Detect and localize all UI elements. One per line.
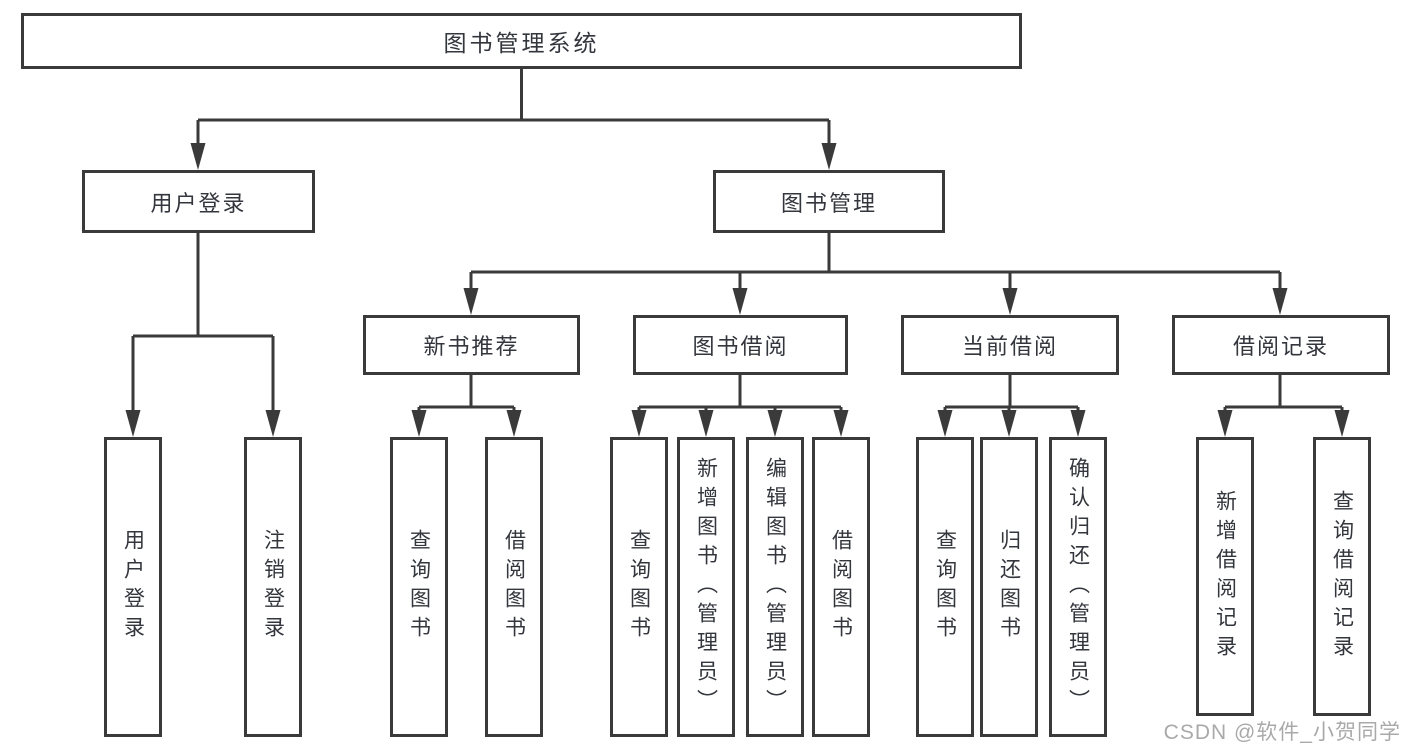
node-label: 查询借阅记录 — [1330, 489, 1354, 664]
node-new-book-recommendation: 新书推荐 — [363, 315, 580, 375]
arrow-icon — [1217, 410, 1233, 437]
node-label: 归还图书 — [997, 529, 1021, 645]
node-label: 注销登录 — [261, 529, 285, 645]
arrow-icon — [506, 410, 522, 437]
arrow-icon — [190, 143, 206, 170]
node-label: 图书借阅 — [692, 334, 789, 359]
node-label: 新增借阅记录 — [1213, 489, 1237, 664]
node-label: 新书推荐 — [423, 334, 520, 359]
node-user-login: 用户登录 — [82, 170, 315, 233]
arrow-icon — [1070, 410, 1086, 437]
arrow-icon — [1001, 410, 1017, 437]
node-leaf-query-borrow-record: 查询借阅记录 — [1313, 437, 1371, 716]
watermark-text: CSDN @软件_小贺同学 — [1163, 721, 1401, 744]
connector-user-login — [131, 233, 275, 413]
node-leaf-borrow-books-recommend: 借阅图书 — [485, 437, 543, 737]
node-label: 新增图书（管理员） — [694, 456, 718, 718]
node-label: 借阅图书 — [502, 529, 526, 645]
arrow-icon — [732, 288, 748, 315]
node-leaf-return-books: 归还图书 — [980, 437, 1038, 737]
node-leaf-query-books-borrowing: 查询图书 — [610, 437, 668, 737]
arrow-icon — [125, 410, 141, 437]
node-leaf-add-borrow-record: 新增借阅记录 — [1196, 437, 1254, 716]
node-label: 图书管理系统 — [443, 30, 600, 56]
arrow-icon — [821, 143, 837, 170]
connector-new-book-recommendation — [417, 375, 516, 415]
node-label: 查询图书 — [407, 529, 431, 645]
node-current-borrowing: 当前借阅 — [901, 315, 1119, 375]
node-book-borrowing: 图书借阅 — [633, 315, 848, 375]
node-leaf-query-books-recommend: 查询图书 — [390, 437, 448, 737]
arrow-icon — [1002, 288, 1018, 315]
arrow-icon — [463, 288, 479, 315]
node-label: 编辑图书（管理员） — [763, 456, 787, 718]
connector-book-management — [469, 233, 1282, 291]
arrow-icon — [833, 410, 849, 437]
connector-root — [196, 68, 831, 146]
node-label: 当前借阅 — [961, 334, 1058, 359]
arrow-icon — [937, 410, 953, 437]
arrow-icon — [631, 410, 647, 437]
node-leaf-query-books-current: 查询图书 — [916, 437, 974, 737]
arrow-icon — [767, 410, 783, 437]
node-label: 确认归还（管理员） — [1066, 456, 1090, 718]
connector-current-borrowing — [943, 375, 1080, 415]
arrow-icon — [1334, 410, 1350, 437]
arrow-icon — [698, 410, 714, 437]
node-label: 图书管理 — [780, 190, 877, 216]
node-leaf-user-login: 用户登录 — [104, 437, 162, 737]
arrowheads — [125, 143, 1350, 437]
node-library-system: 图书管理系统 — [21, 13, 1022, 69]
node-label: 用户登录 — [121, 529, 145, 645]
arrow-icon — [1272, 288, 1288, 315]
connector-book-borrowing — [637, 375, 843, 415]
node-label: 查询图书 — [933, 529, 957, 645]
node-borrowing-records: 借阅记录 — [1172, 315, 1390, 375]
node-leaf-logout: 注销登录 — [244, 437, 302, 737]
node-leaf-edit-book-admin: 编辑图书（管理员） — [746, 437, 804, 737]
node-leaf-borrow-books: 借阅图书 — [812, 437, 870, 737]
node-label: 借阅记录 — [1232, 334, 1329, 359]
connector-borrowing-records — [1223, 375, 1344, 415]
node-label: 查询图书 — [627, 529, 651, 645]
node-leaf-add-book-admin: 新增图书（管理员） — [677, 437, 735, 737]
arrow-icon — [411, 410, 427, 437]
node-leaf-confirm-return-admin: 确认归还（管理员） — [1049, 437, 1107, 737]
arrow-icon — [265, 410, 281, 437]
node-label: 用户登录 — [150, 190, 247, 216]
node-book-management: 图书管理 — [713, 170, 945, 233]
node-label: 借阅图书 — [829, 529, 853, 645]
